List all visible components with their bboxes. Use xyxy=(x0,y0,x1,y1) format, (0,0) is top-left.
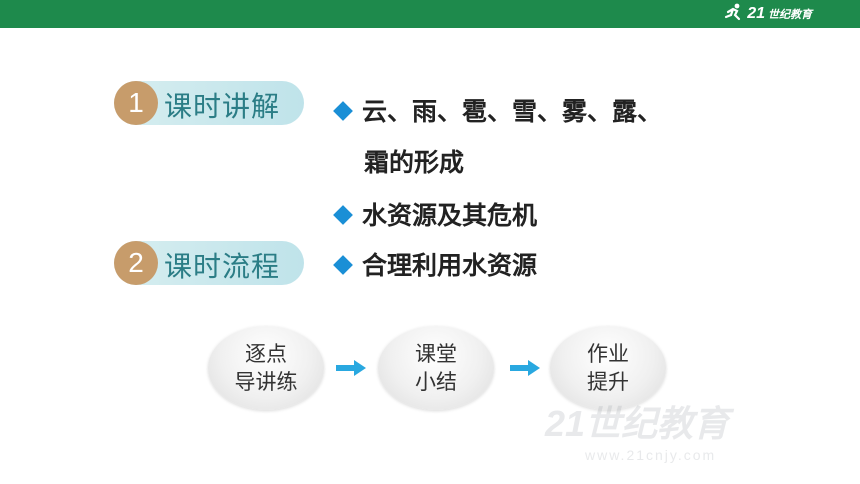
diamond-bullet-icon xyxy=(333,205,353,225)
section-label-2: 课时流程 xyxy=(164,250,281,283)
brand-logo-text: 世纪教育 xyxy=(768,8,812,21)
flow-step-1-label: 逐点 导讲练 xyxy=(234,342,298,394)
diamond-bullet-icon xyxy=(333,255,353,275)
bullet-text-1: 云、雨、雹、雪、雾、露、 xyxy=(362,97,663,126)
flow-step-3: 作业 提升 xyxy=(550,326,666,410)
diamond-bullet-icon xyxy=(333,101,353,121)
section-badge-1: 1 课时讲解 xyxy=(114,81,304,125)
flow-step-1: 逐点 导讲练 xyxy=(208,326,324,410)
flow-step-2: 课堂 小结 xyxy=(378,326,494,410)
watermark-text: 21世纪教育 xyxy=(545,403,730,444)
section-number-2: 2 xyxy=(114,241,158,285)
flow-step-2-label: 课堂 小结 xyxy=(415,342,457,394)
arrow-right-icon xyxy=(336,360,366,376)
section-label-1: 课时讲解 xyxy=(164,90,281,123)
runner-icon xyxy=(724,3,744,25)
section-badge-2: 2 课时流程 xyxy=(114,241,304,285)
bullet-item-3: 合理利用水资源 xyxy=(332,246,537,282)
flow-step-3-label: 作业 提升 xyxy=(587,342,629,394)
watermark: 21世纪教育 www.21cnjy.com xyxy=(545,395,825,463)
brand-logo-number: 21 xyxy=(747,5,765,22)
arrow-right-icon xyxy=(510,360,540,376)
bullet-item-1: 云、雨、雹、雪、雾、露、 xyxy=(332,92,662,128)
section-number-1: 1 xyxy=(114,81,158,125)
brand-logo: 21 世纪教育 xyxy=(724,3,812,25)
bullet-text-2: 水资源及其危机 xyxy=(362,201,538,230)
bullet-text-3: 合理利用水资源 xyxy=(362,251,538,280)
bullet-item-2: 水资源及其危机 xyxy=(332,196,537,232)
watermark-url: www.21cnjy.com xyxy=(585,447,717,463)
bullet-item-1-continuation: 霜的形成 xyxy=(364,148,465,177)
top-bar: 21 世纪教育 xyxy=(0,0,860,28)
